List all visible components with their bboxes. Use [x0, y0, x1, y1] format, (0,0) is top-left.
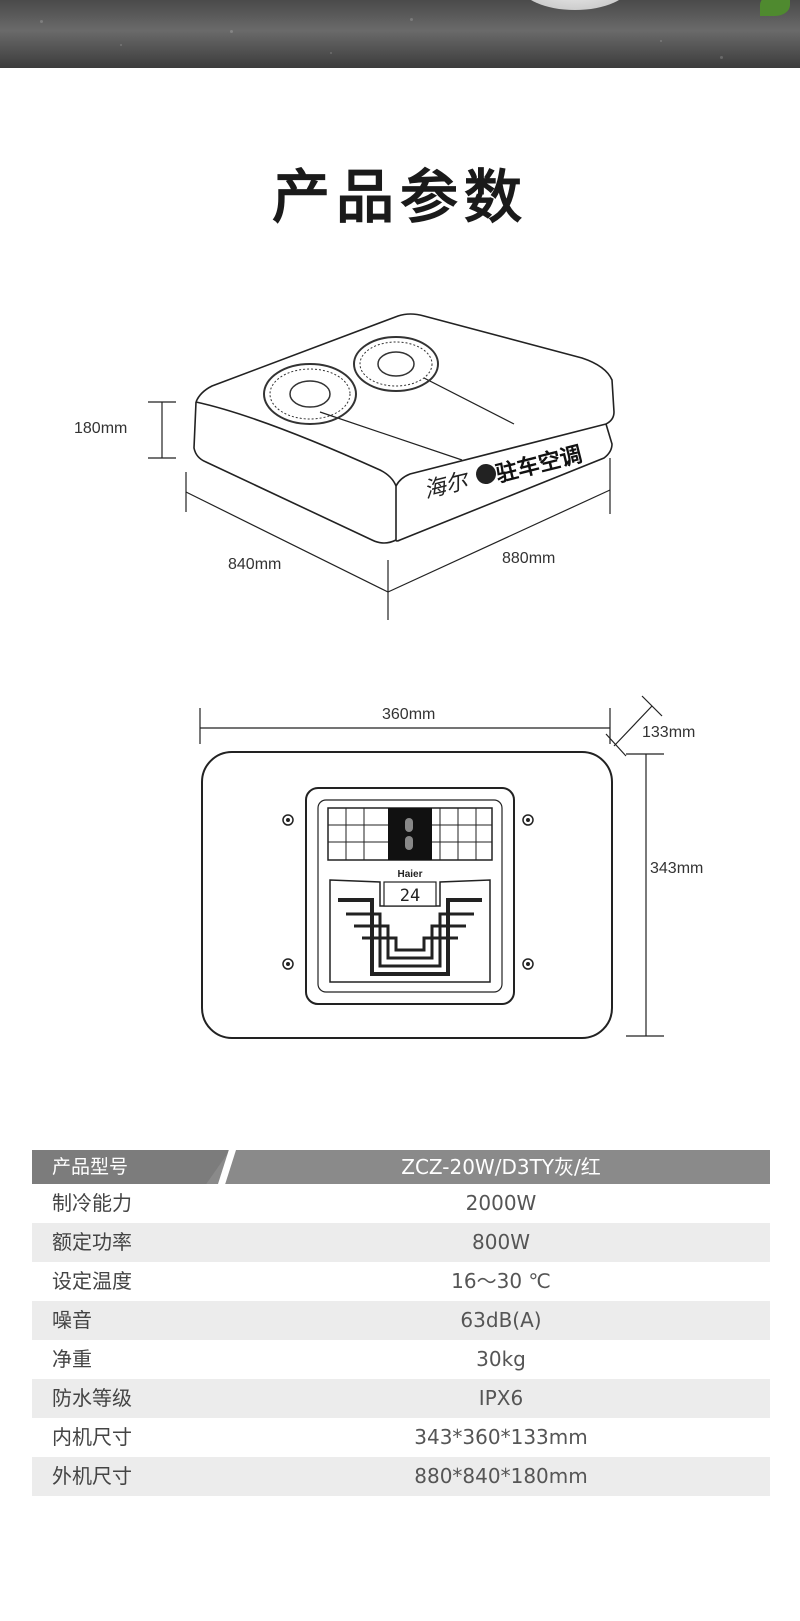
- spec-label: 防水等级: [52, 1386, 132, 1410]
- product-drawings: 海尔 驻车空调: [148, 313, 664, 1039]
- fan-left-icon: [263, 363, 357, 425]
- control-strip: [388, 808, 432, 860]
- spec-value: 2000W: [465, 1191, 537, 1215]
- dim-depth-indoor: 133mm: [642, 724, 696, 741]
- dim-height-indoor: 343mm: [650, 860, 704, 877]
- spec-header-row: 产品型号 ZCZ-20W/D3TY灰/红: [32, 1150, 770, 1184]
- spec-label: 净重: [52, 1347, 92, 1371]
- spec-value: IPX6: [478, 1386, 524, 1410]
- table-row: 内机尺寸 343*360*133mm: [32, 1418, 770, 1457]
- spec-label: 噪音: [52, 1308, 92, 1332]
- table-row: 额定功率 800W: [32, 1223, 770, 1262]
- lcd-temperature: 24: [400, 886, 420, 906]
- page-title: 产品参数: [271, 163, 528, 231]
- spec-label: 外机尺寸: [52, 1464, 132, 1488]
- spec-label: 额定功率: [52, 1230, 132, 1254]
- spec-header-value: ZCZ-20W/D3TY灰/红: [401, 1155, 601, 1179]
- indoor-unit-drawing: [199, 695, 664, 1039]
- leaf-icon: [760, 0, 790, 16]
- product-name-text: 驻车空调: [493, 441, 585, 488]
- dim-depth-outdoor: 840mm: [228, 556, 282, 573]
- table-row: 防水等级 IPX6: [32, 1379, 770, 1418]
- brand-script-text: 海尔: [421, 468, 473, 504]
- brand-logo-text: Haier: [397, 869, 422, 880]
- top-banner-image: [0, 0, 800, 68]
- banner-product-edge: [520, 0, 630, 10]
- spec-label: 制冷能力: [52, 1191, 132, 1215]
- lcd-display: [383, 881, 437, 907]
- outdoor-dimension-lines: [148, 401, 611, 620]
- fan-right-icon: [353, 336, 439, 392]
- table-row: 噪音 63dB(A): [32, 1301, 770, 1340]
- spec-label: 设定温度: [52, 1269, 132, 1293]
- spec-value: 30kg: [476, 1347, 526, 1371]
- dim-width-outdoor: 880mm: [502, 550, 556, 567]
- dim-width-indoor: 360mm: [382, 706, 436, 723]
- louver-vents: [329, 879, 491, 983]
- spec-value: 800W: [472, 1230, 530, 1254]
- table-row: 制冷能力 2000W: [32, 1184, 770, 1223]
- spec-table: 产品型号 ZCZ-20W/D3TY灰/红 制冷能力 2000W 额定功率 800…: [32, 1150, 770, 1496]
- table-row: 外机尺寸 880*840*180mm: [32, 1457, 770, 1496]
- table-row: 设定温度 16～30 ℃: [32, 1262, 770, 1301]
- spec-label: 内机尺寸: [52, 1425, 132, 1449]
- outdoor-unit-drawing: [193, 313, 615, 544]
- spec-header-label: 产品型号: [32, 1150, 230, 1184]
- spec-value: 16～30 ℃: [451, 1269, 551, 1293]
- spec-value: 880*840*180mm: [414, 1464, 588, 1488]
- spec-value: 343*360*133mm: [414, 1425, 588, 1449]
- dim-height-outdoor: 180mm: [74, 420, 128, 437]
- spec-value: 63dB(A): [460, 1308, 542, 1332]
- table-row: 净重 30kg: [32, 1340, 770, 1379]
